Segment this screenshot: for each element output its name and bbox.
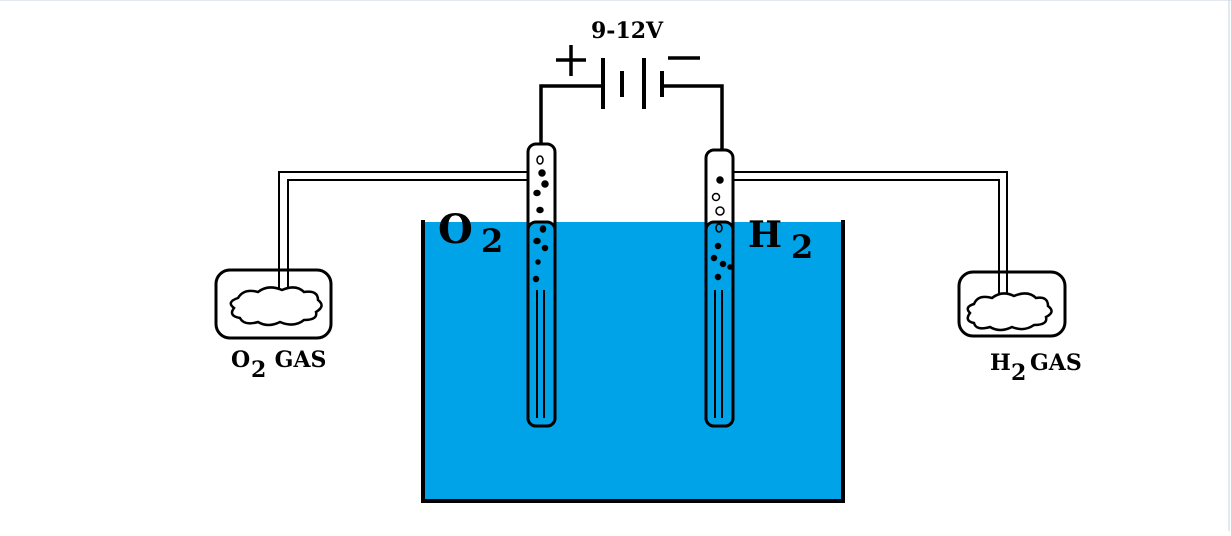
plus-sign-icon — [556, 45, 586, 76]
oxygen-cloud-icon — [229, 286, 323, 327]
oxygen-gas-suffix: GAS — [267, 347, 326, 373]
container-walls — [421, 220, 845, 503]
oxygen-gas-label: O 2 GAS — [231, 347, 326, 383]
oxygen-gas-subscript: 2 — [251, 357, 266, 383]
water — [423, 222, 843, 501]
right-electrode-gas-subscript: 2 — [791, 228, 813, 266]
right-electrode-gas-symbol: H — [748, 214, 782, 256]
oxygen-bubbles — [532, 155, 549, 283]
battery-symbol — [601, 58, 664, 109]
left-electrode-gas-symbol: O — [438, 206, 473, 253]
left-electrode — [526, 142, 557, 428]
oxygen-collector — [214, 268, 333, 340]
battery-circuit — [539, 84, 724, 150]
hydrogen-gas-subscript: 2 — [1011, 360, 1026, 386]
left-electrode-gas-subscript: 2 — [481, 222, 503, 260]
voltage-label: 9-12V — [591, 18, 664, 44]
hydrogen-collector — [957, 270, 1067, 338]
right-gas-tube — [718, 171, 1008, 290]
left-gas-tube — [278, 171, 528, 290]
hydrogen-gas-symbol: H — [990, 350, 1011, 376]
hydrogen-cloud-icon — [966, 292, 1053, 332]
hydrogen-gas-suffix: GAS — [1030, 350, 1082, 376]
water-container — [421, 220, 845, 503]
right-electrode — [704, 148, 735, 428]
negative-wire — [663, 84, 724, 150]
hydrogen-gas-label: H 2 GAS — [990, 350, 1082, 386]
hydrogen-bubbles — [710, 176, 733, 281]
positive-wire — [539, 84, 602, 144]
oxygen-gas-symbol: O — [231, 347, 250, 373]
